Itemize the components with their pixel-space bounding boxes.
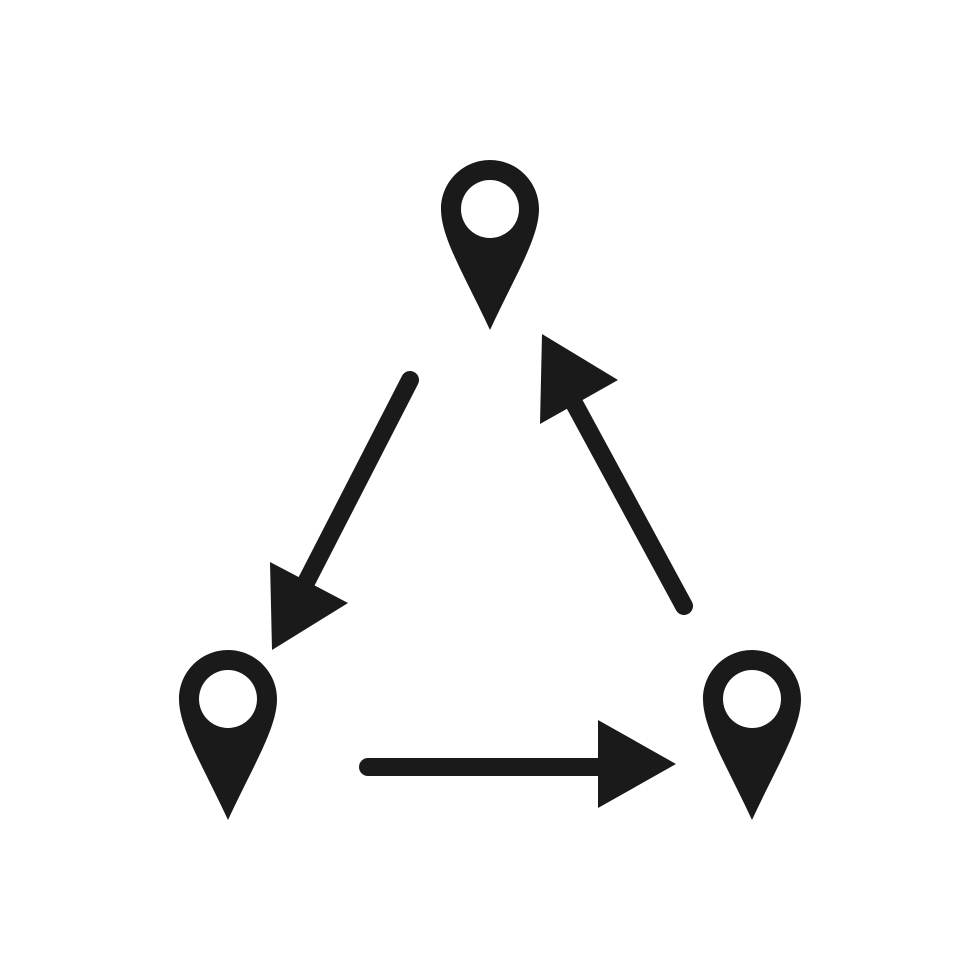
arrow-bottom-left-to-bottom-right-icon <box>359 720 676 808</box>
arrow-top-to-bottom-left-icon <box>270 371 419 650</box>
location-pin-bottom-right-icon <box>703 650 801 820</box>
location-pin-top-icon <box>441 160 539 330</box>
arrow-bottom-right-to-top-icon <box>540 334 693 615</box>
location-pin-bottom-left-icon <box>179 650 277 820</box>
